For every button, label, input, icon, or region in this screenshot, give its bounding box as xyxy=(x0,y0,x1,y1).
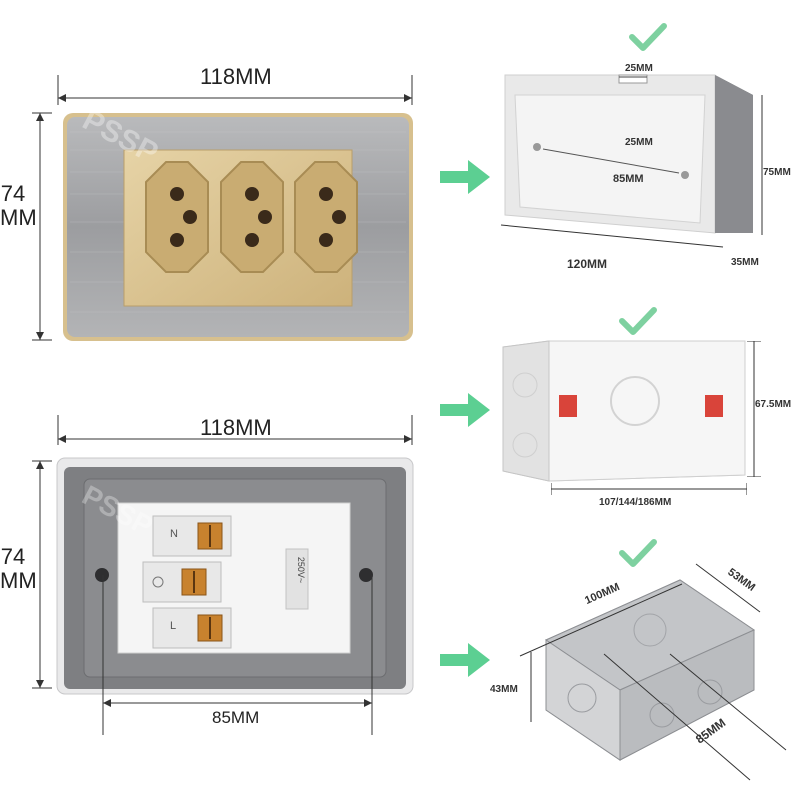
metal-box-width-dimension-line xyxy=(519,583,683,657)
front-panel-section: 118MM 74 MM xyxy=(0,60,430,350)
front-width-dimension-line xyxy=(57,75,413,105)
metal-box-height-label: 43MM xyxy=(490,684,518,695)
metal-box-depth-dimension-line xyxy=(695,563,761,613)
back-hole-spacing-label: 85MM xyxy=(212,708,260,727)
white-box-closed-section: 25MM 25MM 85MM 75MM 120MM 35MM xyxy=(495,55,800,285)
outlet-3 xyxy=(294,161,358,273)
terminal-l: L xyxy=(152,607,232,649)
back-height-dimension-line xyxy=(32,460,52,689)
front-height-dimension-line xyxy=(32,112,52,341)
metal-box-section: 100MM 53MM 43MM 85MM xyxy=(490,560,800,800)
check-icon xyxy=(619,539,657,567)
metal-box-hole-spacing-line xyxy=(603,653,787,781)
arrow-right-icon xyxy=(440,393,490,427)
terminal-ground xyxy=(142,561,222,603)
white-box-width-label: 120MM xyxy=(567,257,608,271)
check-icon xyxy=(619,307,657,335)
white-box-open-width-label: 107/144/186MM xyxy=(599,497,672,508)
white-box-width-dimension-line xyxy=(500,224,724,248)
white-box-open-width-dimension-line xyxy=(551,483,747,495)
white-box-inner-notch-label: 25MM xyxy=(625,137,653,148)
back-height-number: 74 xyxy=(0,544,26,569)
white-box-depth-label: 35MM xyxy=(731,257,759,268)
front-width-label: 118MM xyxy=(200,64,272,89)
outlet-1 xyxy=(145,161,209,273)
white-box-open-height-dimension-line xyxy=(747,341,761,477)
back-height-unit: MM xyxy=(0,568,37,593)
white-box-closed xyxy=(504,74,753,234)
back-width-label: 118MM xyxy=(200,415,272,440)
terminal-l-label: L xyxy=(170,620,177,632)
back-width-dimension-line xyxy=(57,415,413,445)
arrow-right-icon xyxy=(440,160,490,194)
white-box-height-label: 75MM xyxy=(763,167,791,178)
front-height-unit: MM xyxy=(0,205,37,230)
metal-box xyxy=(544,579,756,761)
back-height-label: 74 MM xyxy=(0,544,37,593)
white-box-height-dimension-line xyxy=(761,95,763,235)
white-box-hole-spacing-label: 85MM xyxy=(613,173,644,185)
back-panel-section: 118MM 74 MM 250V~ N L PSSP xyxy=(0,415,430,795)
back-hole-spacing-line xyxy=(102,575,373,735)
outlet-2 xyxy=(220,161,284,273)
front-height-label: 74 MM xyxy=(0,181,37,230)
white-box-open xyxy=(502,340,746,482)
terminal-n: N xyxy=(152,515,232,557)
white-box-open-section: 67.5MM 107/144/186MM xyxy=(495,335,800,515)
terminal-n-label: N xyxy=(170,528,178,540)
check-icon xyxy=(629,23,667,51)
metal-box-height-dimension-line xyxy=(530,652,532,722)
front-height-number: 74 xyxy=(0,181,26,206)
arrow-right-icon xyxy=(440,643,490,677)
white-box-open-height-label: 67.5MM xyxy=(755,399,792,410)
white-box-top-notch-label: 25MM xyxy=(625,63,653,74)
